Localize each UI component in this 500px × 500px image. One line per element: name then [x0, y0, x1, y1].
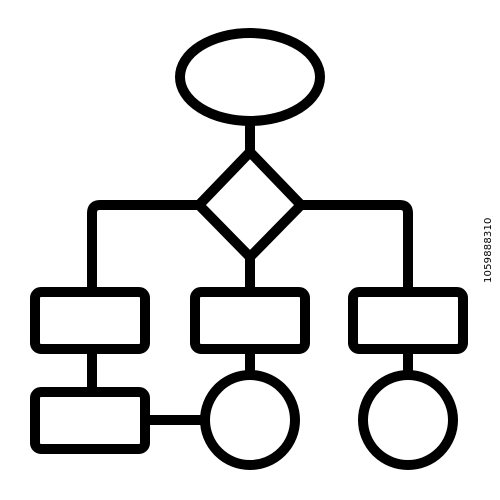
end-circle-middle	[200, 370, 300, 470]
process-box-middle	[190, 287, 310, 354]
process-box-left	[30, 287, 150, 354]
end-circle-right	[358, 370, 458, 470]
decision-diamond	[194, 147, 306, 262]
connector-decision-right-branch	[297, 200, 413, 297]
connector-decision-left-branch	[87, 200, 203, 297]
start-oval	[175, 28, 325, 126]
watermark-id: 1059888310	[483, 217, 494, 283]
process-box-right	[348, 287, 468, 354]
process-box-bottom-left	[30, 387, 150, 454]
